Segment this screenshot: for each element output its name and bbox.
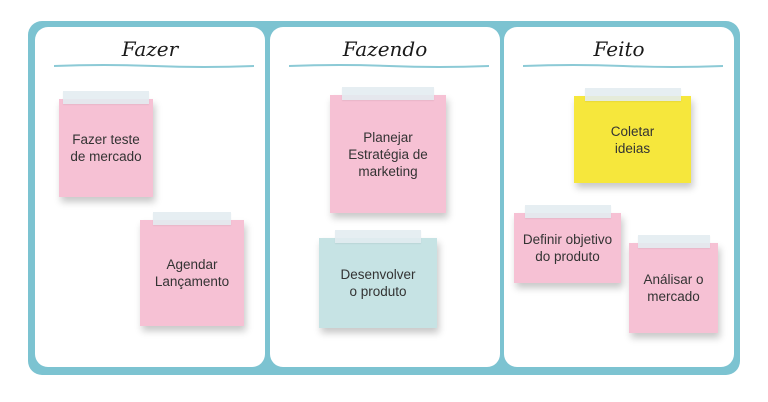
tape xyxy=(637,235,710,248)
note-text: Coletar ideias xyxy=(610,123,655,156)
column-title: Fazendo xyxy=(342,37,428,61)
column-fazer: Fazer Fazer teste de mercado Agendar Lan… xyxy=(35,27,265,367)
brush-underline xyxy=(289,64,489,68)
sticky-note[interactable]: Planejar Estratégia de marketing xyxy=(330,87,446,213)
column-fazendo: Fazendo Planejar Estratégia de marketing… xyxy=(270,27,500,367)
tape xyxy=(153,212,231,225)
tape xyxy=(584,88,681,101)
column-title: Feito xyxy=(593,37,645,61)
note-text: Definir objetivo do produto xyxy=(522,232,613,264)
tape xyxy=(63,91,149,104)
sticky-note[interactable]: Definir objetivo do produto xyxy=(514,205,621,283)
sticky-note[interactable]: Agendar Lançamento xyxy=(140,212,244,326)
note-text: Desenvolver o produto xyxy=(340,267,416,299)
column-feito: Feito Coletar ideias Definir objetivo do… xyxy=(504,27,734,367)
brush-underline xyxy=(54,64,254,68)
note-text: Fazer teste de mercado xyxy=(70,132,142,164)
tape xyxy=(335,230,421,243)
column-title: Fazer xyxy=(121,37,179,61)
note-text: Planejar Estratégia de marketing xyxy=(348,129,428,179)
sticky-note[interactable]: Análisar o mercado xyxy=(629,235,718,333)
sticky-note[interactable]: Coletar ideias xyxy=(574,88,691,183)
note-text: Agendar Lançamento xyxy=(154,257,230,289)
note-text: Análisar o mercado xyxy=(643,272,704,304)
brush-underline xyxy=(523,64,723,68)
tape xyxy=(524,205,611,218)
kanban-board: Fazer Fazer teste de mercado Agendar Lan… xyxy=(28,21,740,375)
sticky-note[interactable]: Desenvolver o produto xyxy=(319,230,437,328)
sticky-note[interactable]: Fazer teste de mercado xyxy=(59,91,153,197)
tape xyxy=(342,87,434,100)
